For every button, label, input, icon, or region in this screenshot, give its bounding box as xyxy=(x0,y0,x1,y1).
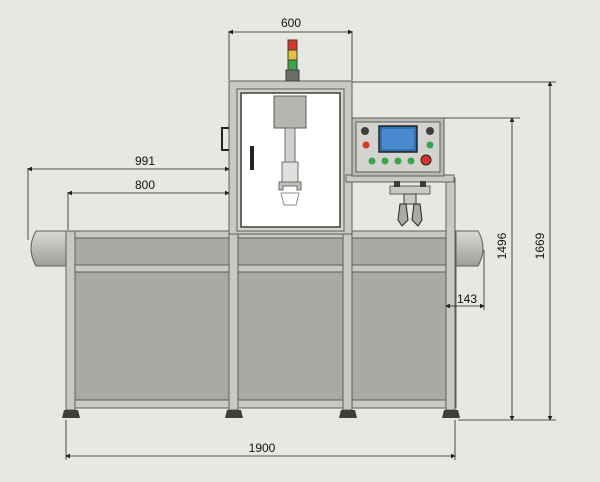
dim-right-height-total: 1669 xyxy=(533,232,547,259)
dim-left-overhang: 991 xyxy=(135,154,155,168)
control-panel-icon xyxy=(345,117,455,183)
cabinet-side-hinge xyxy=(221,127,229,151)
gripper-icon xyxy=(389,181,431,227)
foot-right xyxy=(442,410,460,418)
foot-left xyxy=(62,410,80,418)
dim-right-height-upper: 1496 xyxy=(495,232,509,259)
signal-tower-icon xyxy=(285,39,300,82)
mid-rail xyxy=(67,264,457,273)
bottom-rail xyxy=(67,399,457,409)
dim-overall-width: 1900 xyxy=(249,441,276,455)
conveyor-right-end xyxy=(455,230,484,267)
press-mechanism xyxy=(273,95,307,206)
leg-left xyxy=(65,230,76,411)
base-panel xyxy=(67,231,457,409)
dim-left-frame: 800 xyxy=(135,178,155,192)
dim-top-width: 600 xyxy=(281,16,301,30)
conveyor-belt xyxy=(30,230,484,267)
upper-cabinet xyxy=(221,80,353,235)
foot-center-right xyxy=(339,410,357,418)
dimension-lines xyxy=(27,29,556,460)
dim-panel-offset: 143 xyxy=(457,292,477,306)
foot-center-left xyxy=(225,410,243,418)
leg-right xyxy=(445,177,456,411)
door-handle xyxy=(250,146,254,170)
dimension-labels: 600 991 800 1496 1669 143 1900 xyxy=(135,16,547,455)
conveyor-left-end xyxy=(30,230,71,267)
